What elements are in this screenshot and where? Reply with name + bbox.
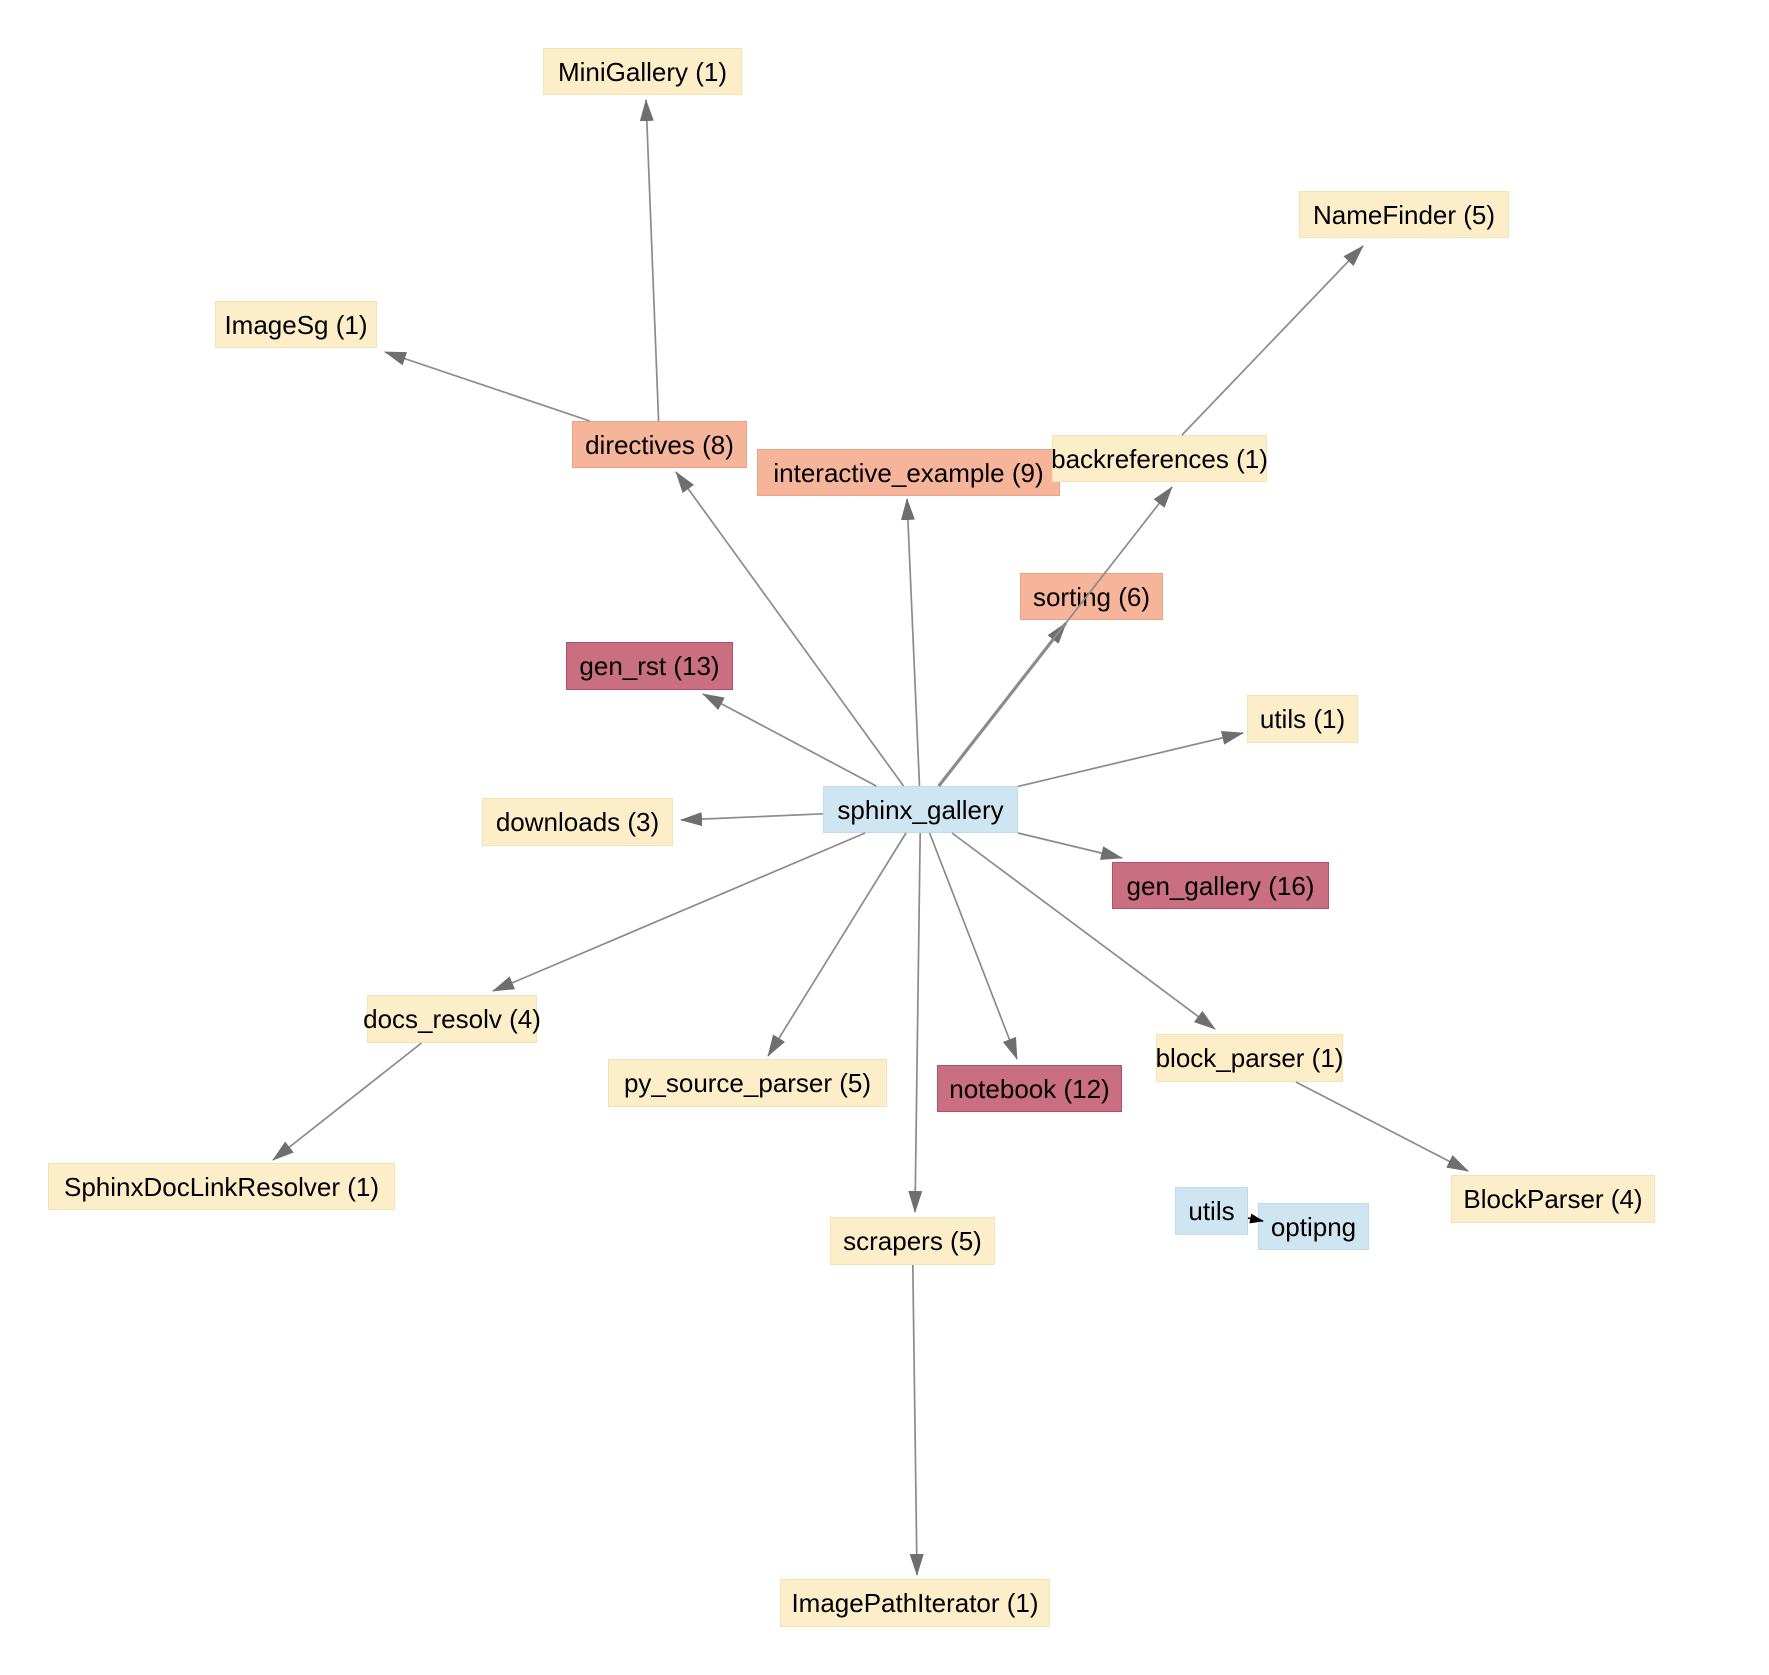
node-image-sg: ImageSg (1) — [215, 301, 377, 348]
node-notebook: notebook (12) — [937, 1065, 1122, 1112]
node-gen-gallery: gen_gallery (16) — [1112, 862, 1329, 909]
node-mini-gallery: MiniGallery (1) — [543, 48, 742, 95]
node-name-finder: NameFinder (5) — [1299, 191, 1509, 238]
node-optipng: optipng — [1258, 1203, 1369, 1250]
node-directives: directives (8) — [572, 421, 747, 468]
node-sphinx-doc-link-resolver: SphinxDocLinkResolver (1) — [48, 1163, 395, 1210]
node-scrapers: scrapers (5) — [830, 1217, 995, 1265]
node-backreferences: backreferences (1) — [1051, 435, 1268, 482]
node-gen-rst: gen_rst (13) — [566, 642, 733, 690]
node-block-parser-class: BlockParser (4) — [1451, 1175, 1655, 1223]
node-utils: utils — [1175, 1187, 1248, 1235]
node-sorting: sorting (6) — [1020, 573, 1163, 620]
node-image-path-iterator: ImagePathIterator (1) — [780, 1579, 1050, 1627]
node-py-source-parser: py_source_parser (5) — [608, 1059, 887, 1107]
node-docs-resolv: docs_resolv (4) — [363, 995, 541, 1043]
node-utils-1: utils (1) — [1247, 695, 1358, 743]
node-interactive-example: interactive_example (9) — [757, 449, 1060, 496]
node-sphinx-gallery: sphinx_gallery — [823, 786, 1018, 833]
node-block-parser: block_parser (1) — [1156, 1034, 1343, 1082]
node-downloads: downloads (3) — [482, 798, 673, 846]
